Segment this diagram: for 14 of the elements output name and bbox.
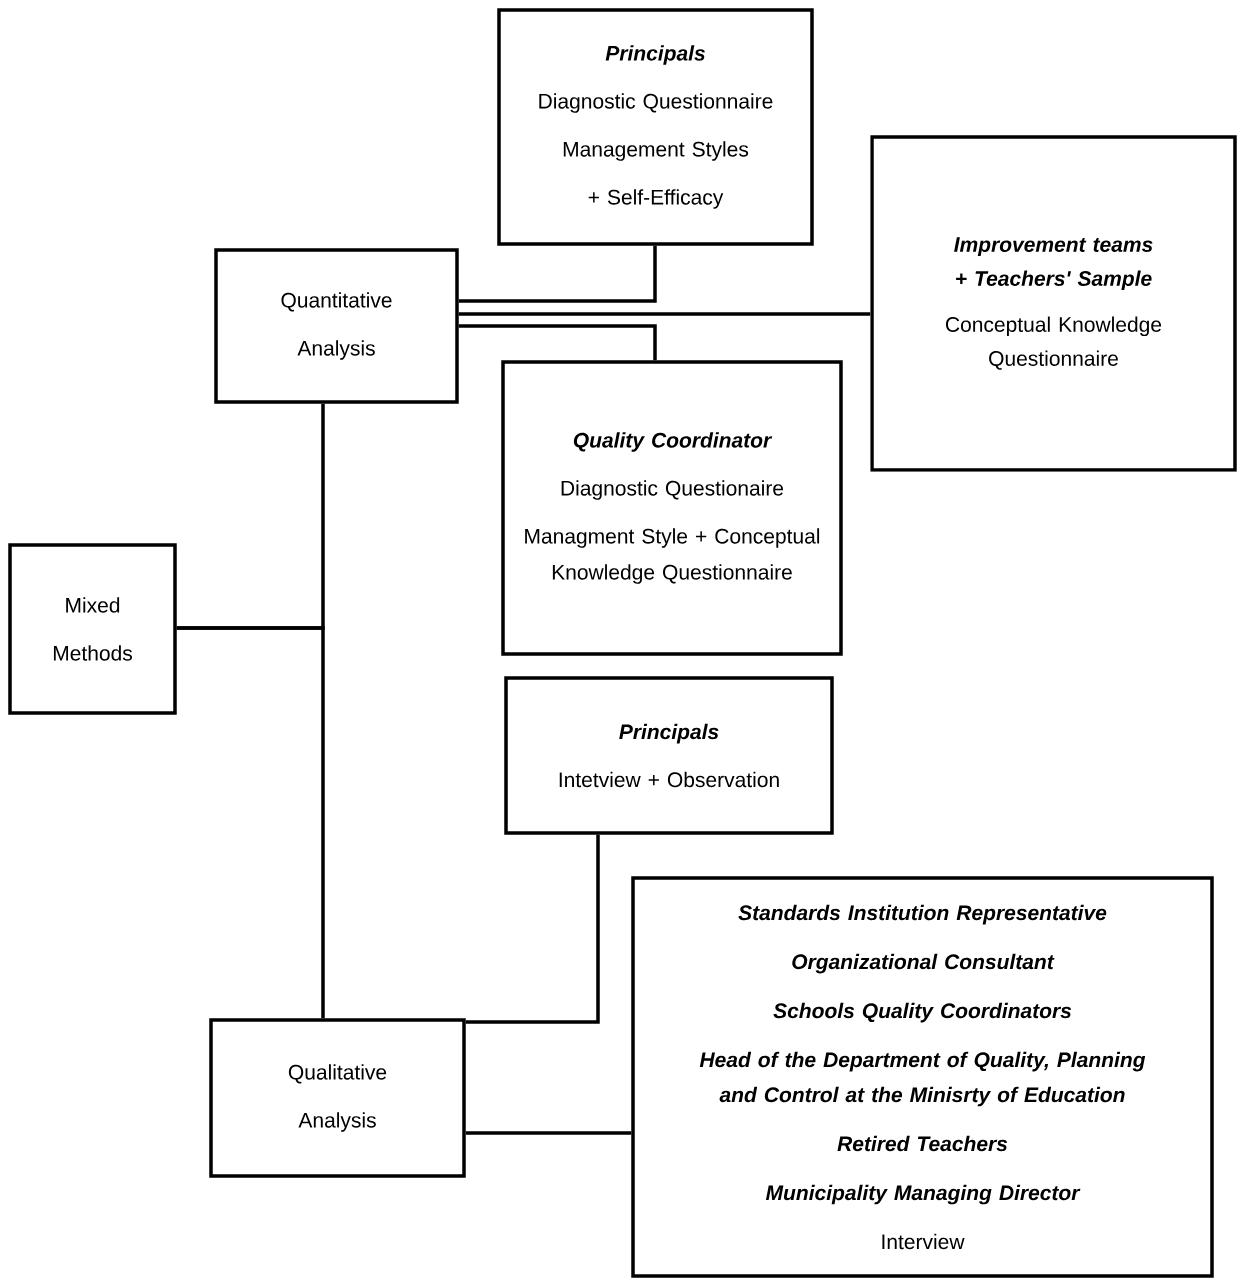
connector-line	[458, 312, 871, 316]
process-box: Improvement teams + Teachers' Sample Conceptual Knowledge Questionnaire	[870, 135, 1237, 472]
connector-line	[458, 245, 657, 303]
process-box: Mixed Methods	[8, 543, 177, 715]
process-box: Quality Coordinator Diagnostic Questionaire Managment Style + Conceptual Knowledge Questionnaire	[501, 360, 843, 656]
connector-line	[465, 1131, 632, 1135]
process-box: Principals Intetview + Observation	[504, 676, 834, 835]
process-box: Quantitative Analysis	[214, 248, 459, 404]
connector-line	[465, 834, 600, 1024]
connector-line	[176, 626, 325, 1019]
process-box: Qualitative Analysis	[209, 1018, 466, 1178]
process-box: Standards Institution Representative Organizational Consultant Schools Quality Coordinators Head of the Department of Quality, Planning and Control at the Minisrty of Education Retired Teachers Municipality Managing Director Interview	[631, 876, 1214, 1278]
process-box: Principals Diagnostic Questionnaire Management Styles + Self-Efficacy	[497, 8, 814, 246]
connector-line	[458, 324, 657, 361]
